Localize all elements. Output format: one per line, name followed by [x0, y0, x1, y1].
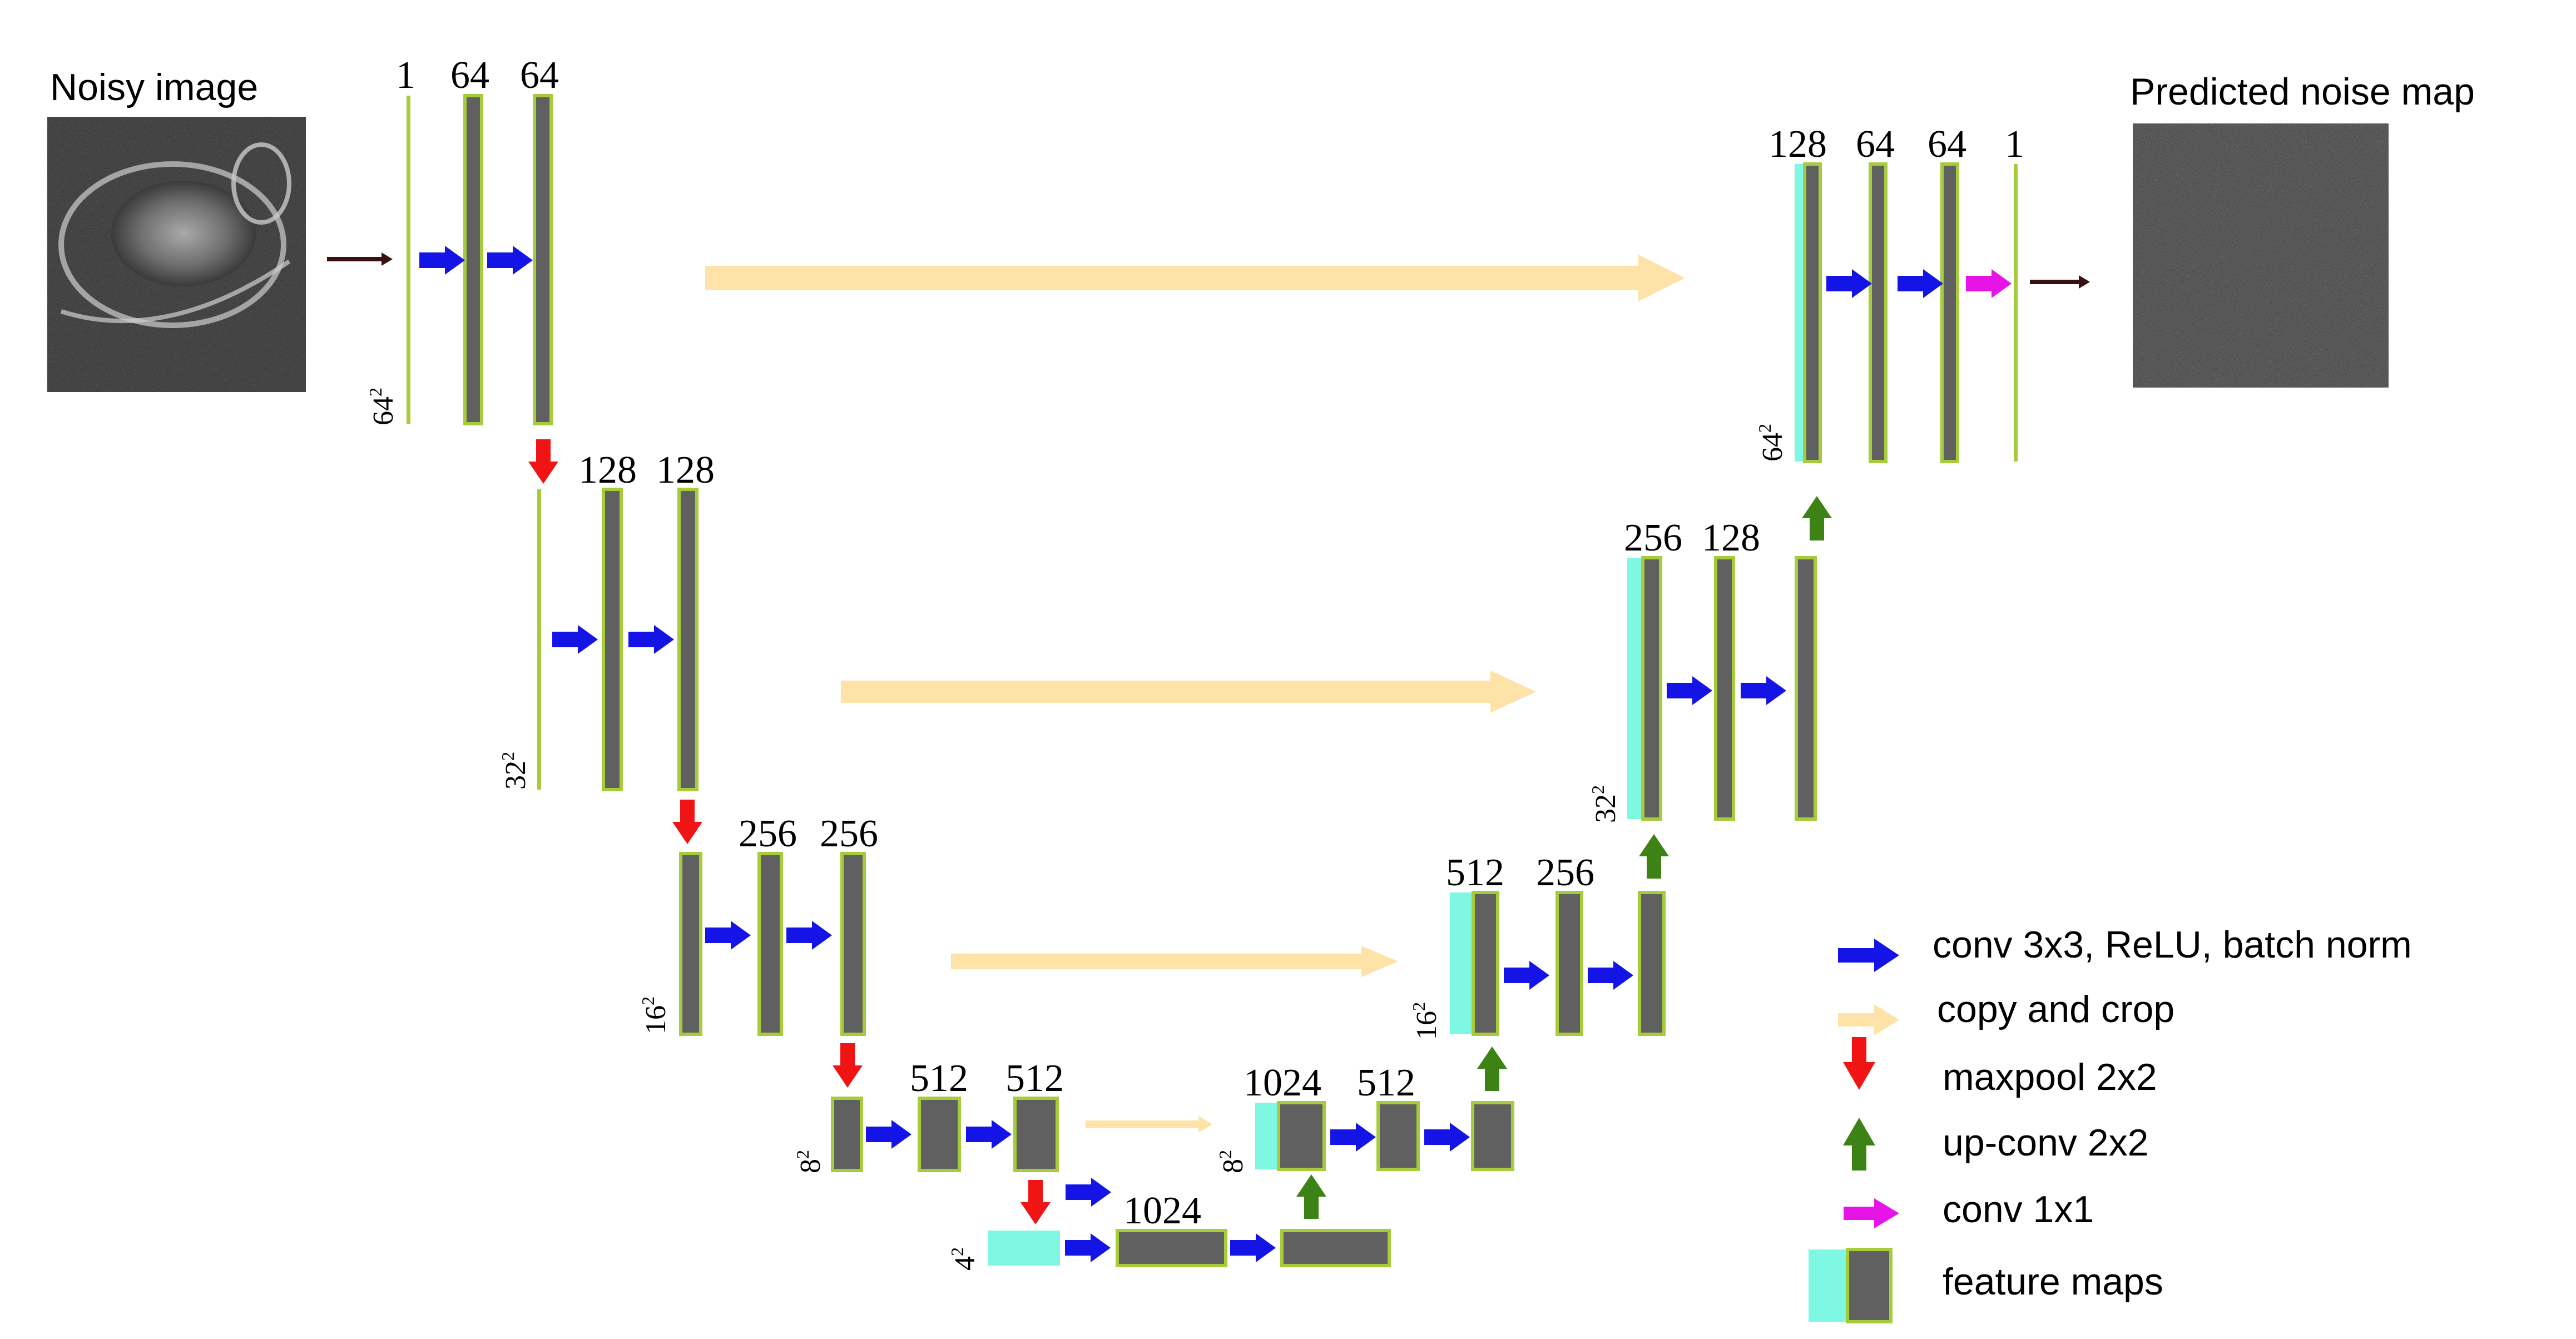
- legend-upconv-icon: [1843, 1118, 1875, 1171]
- feature-map-block: [1555, 891, 1583, 1036]
- spatial-size-label: 82: [792, 1150, 826, 1173]
- feature-map-block: [407, 96, 410, 424]
- channel-label: 64: [1928, 123, 1966, 166]
- noisy-input-image: [47, 117, 306, 392]
- legend-conv1x1-icon: [1844, 1198, 1899, 1228]
- feature-map-block: [533, 94, 553, 425]
- spatial-size-label: 82: [1215, 1150, 1249, 1173]
- feature-map-block: [1795, 556, 1817, 821]
- legend-maxpool-icon: [1843, 1037, 1875, 1090]
- channel-label: 128: [1702, 517, 1760, 559]
- feature-map-block: [1940, 162, 1959, 463]
- channel-label: 1024: [1244, 1062, 1321, 1104]
- input-image-title: Noisy image: [50, 66, 258, 108]
- feature-map-block: [1450, 892, 1473, 1034]
- channel-label: 512: [1446, 851, 1504, 894]
- maxpool-arrow: [528, 439, 1051, 1224]
- channel-label: 512: [1357, 1062, 1415, 1104]
- channel-label: 256: [739, 812, 797, 855]
- output-image-title: Predicted noise map: [2130, 71, 2475, 113]
- input-arrow: [327, 252, 393, 266]
- output-arrow: [2030, 275, 2090, 289]
- feature-map-block: [1638, 891, 1666, 1036]
- spatial-size-label: 642: [1755, 424, 1789, 462]
- feature-map-block: [1627, 558, 1643, 819]
- feature-map-block: [1471, 1101, 1514, 1171]
- feature-map-block: [1280, 1229, 1391, 1267]
- feature-map-block: [1714, 556, 1735, 821]
- feature-map-block: [918, 1097, 961, 1172]
- legend-conv1x1-label: conv 1x1: [1943, 1188, 2094, 1231]
- predicted-noise-map-image: [2133, 123, 2389, 388]
- legend-conv-icon: [1838, 939, 1899, 972]
- feature-map-block: [602, 488, 623, 791]
- channel-label: 128: [1768, 123, 1827, 166]
- channel-label: 1: [396, 54, 415, 97]
- spatial-size-label: 42: [947, 1247, 981, 1271]
- feature-map-block: [1277, 1101, 1326, 1171]
- feature-map-block: [840, 852, 866, 1036]
- feature-map-block: [1255, 1103, 1279, 1169]
- channel-label: 1024: [1123, 1189, 1201, 1232]
- spatial-size-label: 322: [498, 752, 532, 790]
- feature-map-block: [537, 489, 541, 790]
- legend-copy-label: copy and crop: [1937, 988, 2174, 1030]
- feature-map-block: [757, 852, 783, 1036]
- conv1x1-arrow: [1966, 269, 2012, 298]
- channel-label: 64: [450, 54, 489, 97]
- copy-and-crop-arrow: [841, 671, 1536, 713]
- channel-label: 128: [578, 449, 637, 492]
- upconv-arrow: [1296, 496, 1832, 1219]
- channel-label: 64: [520, 54, 559, 97]
- feature-map-block: [679, 852, 702, 1036]
- legend-conv-label: conv 3x3, ReLU, batch norm: [1933, 924, 2412, 966]
- feature-map-block: [463, 94, 483, 425]
- legend-feature-label: feature maps: [1943, 1261, 2163, 1303]
- conv-arrow: [419, 246, 1943, 1262]
- channel-label: 128: [656, 449, 715, 492]
- channel-label: 256: [820, 812, 878, 855]
- legend: conv 3x3, ReLU, batch norm copy and crop…: [1809, 924, 2412, 1323]
- channel-label: 64: [1856, 123, 1895, 166]
- feature-map-block: [1013, 1097, 1059, 1172]
- feature-map-block: [988, 1231, 1060, 1266]
- feature-map-block: [677, 488, 699, 791]
- spatial-size-label: 162: [1409, 1002, 1443, 1040]
- spatial-size-label: 642: [365, 388, 399, 425]
- legend-copy-icon: [1838, 1004, 1899, 1035]
- feature-map-block: [1803, 162, 1822, 463]
- copy-and-crop-arrow: [705, 255, 1685, 301]
- legend-upconv-label: up-conv 2x2: [1943, 1122, 2148, 1164]
- feature-map-block: [1795, 164, 1805, 462]
- channel-label: 256: [1624, 517, 1682, 559]
- copy-and-crop-arrow: [951, 946, 1398, 977]
- feature-map-block: [1116, 1229, 1227, 1267]
- spatial-size-label: 322: [1588, 785, 1622, 823]
- channel-label: 256: [1536, 851, 1594, 894]
- feature-map-block: [1869, 162, 1888, 463]
- legend-maxpool-label: maxpool 2x2: [1943, 1056, 2157, 1098]
- legend-feature-map-icon: [1809, 1248, 1893, 1323]
- channel-label: 1: [2005, 123, 2024, 166]
- channel-label: 512: [910, 1057, 968, 1100]
- feature-map-block: [1472, 891, 1499, 1036]
- copy-and-crop-arrow: [1086, 1116, 1212, 1133]
- feature-map-block: [1641, 556, 1662, 821]
- spatial-size-label: 162: [638, 996, 672, 1034]
- feature-map-block: [831, 1097, 863, 1172]
- feature-map-block: [1376, 1101, 1420, 1171]
- feature-map-block: [2014, 164, 2018, 462]
- channel-label: 512: [1005, 1057, 1064, 1100]
